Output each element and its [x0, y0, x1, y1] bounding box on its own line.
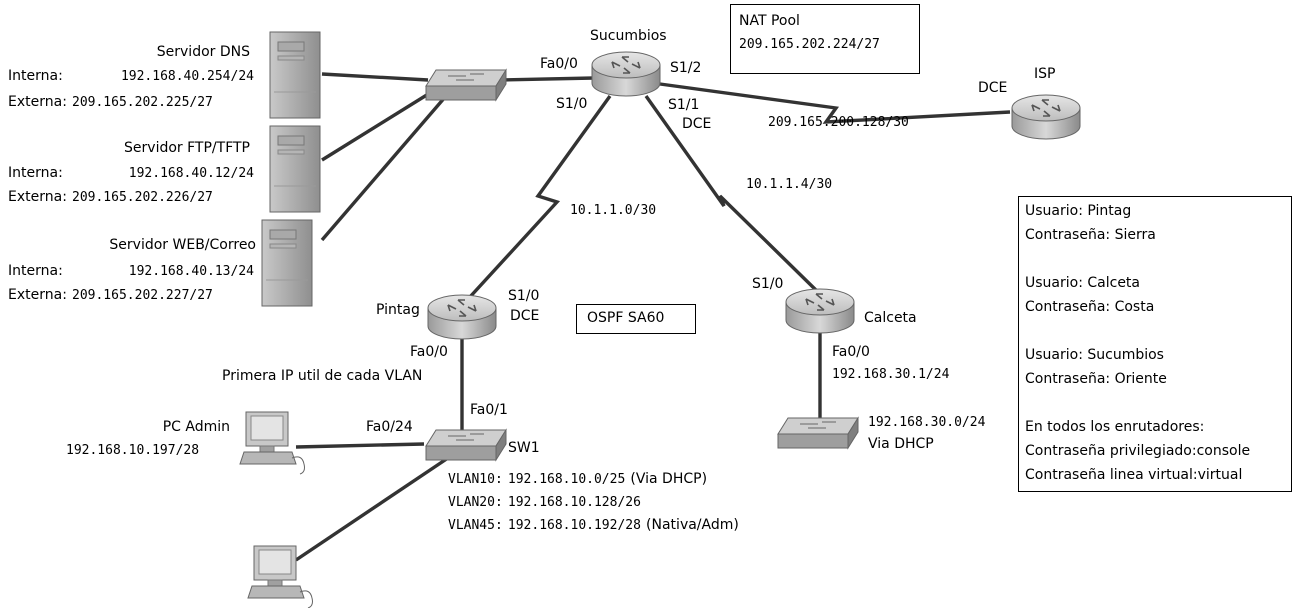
- credential-line: Contraseña: Oriente: [1025, 371, 1167, 387]
- nat-pool-range: 209.165.202.224/27: [739, 37, 880, 52]
- web-external-label: Externa:: [8, 287, 67, 303]
- isp-dce: DCE: [978, 80, 1008, 96]
- link-web-switch: [320, 94, 448, 242]
- link-pintag-network: 10.1.1.0/30: [570, 203, 657, 218]
- link-pc2-sw1: [295, 456, 449, 562]
- sw1-name: SW1: [508, 440, 540, 456]
- pintag-name: Pintag: [376, 302, 420, 318]
- server-switch-icon[interactable]: [425, 69, 507, 101]
- dns-server-icon[interactable]: [269, 31, 321, 119]
- ftp-internal-ip: 192.168.40.12/24: [128, 166, 254, 181]
- credential-line: Contraseña linea virtual:virtual: [1025, 467, 1243, 483]
- link-sucumbios-pintag: [456, 95, 612, 312]
- sw1-fa01-label: Fa0/1: [470, 402, 508, 418]
- pintag-s10-label: S1/0: [508, 288, 540, 304]
- sucumbios-s10-label: S1/0: [556, 96, 588, 112]
- calceta-lan-network: 192.168.30.0/24: [868, 415, 986, 430]
- calceta-lan-switch-icon[interactable]: [777, 417, 859, 449]
- nat-pool-box: NAT Pool 209.165.202.224/27: [730, 4, 920, 74]
- web-internal-ip: 192.168.40.13/24: [128, 264, 254, 279]
- vlan-item: VLAN20: 192.168.10.128/26: [448, 495, 641, 510]
- credential-line: En todos los enrutadores:: [1025, 419, 1205, 435]
- dns-external-label: Externa:: [8, 94, 67, 110]
- sucumbios-s12-label: S1/2: [670, 60, 702, 76]
- credential-line: Usuario: Calceta: [1025, 275, 1140, 291]
- calceta-fa00-label: Fa0/0: [832, 344, 870, 360]
- credential-line: Usuario: Pintag: [1025, 203, 1132, 219]
- credential-line: [1025, 323, 1291, 347]
- sucumbios-s11-dce: DCE: [682, 116, 712, 132]
- web-server-icon[interactable]: [261, 219, 313, 307]
- ftp-external-ip: 209.165.202.226/27: [72, 190, 213, 205]
- link-pcadmin-sw1: [295, 442, 425, 449]
- pc-admin-name: PC Admin: [162, 419, 230, 435]
- ftp-external-label: Externa:: [8, 189, 67, 205]
- web-server-name: Servidor WEB/Correo: [109, 237, 256, 253]
- link-isp-network: 209.165.200.128/30: [768, 115, 909, 130]
- dns-internal-ip: 192.168.40.254/24: [120, 69, 254, 84]
- dns-internal-label: Interna:: [8, 68, 63, 84]
- calceta-fa00-ip: 192.168.30.1/24: [832, 367, 950, 382]
- calceta-lan-note: Via DHCP: [868, 436, 934, 452]
- credential-line: Contraseña: Costa: [1025, 299, 1155, 315]
- credential-line: [1025, 251, 1291, 275]
- credential-line: Usuario: Sucumbios: [1025, 347, 1164, 363]
- pintag-s10-dce: DCE: [510, 308, 540, 324]
- isp-router-icon[interactable]: [1011, 94, 1081, 140]
- vlan-list: VLAN10: 192.168.10.0/25 (Via DHCP) VLAN2…: [448, 468, 739, 537]
- links: [295, 72, 1011, 562]
- dns-external-ip: 209.165.202.225/27: [72, 95, 213, 110]
- credential-line: Contraseña privilegiado:console: [1025, 443, 1251, 459]
- ftp-server-icon[interactable]: [269, 125, 321, 213]
- link-sucumbios-calceta: [644, 95, 822, 296]
- pintag-router-icon[interactable]: [427, 294, 497, 340]
- credential-line: Contraseña: Sierra: [1025, 227, 1156, 243]
- sucumbios-fa00-label: Fa0/0: [540, 56, 578, 72]
- sw1-fa024-label: Fa0/24: [366, 419, 413, 435]
- credential-line: [1025, 395, 1291, 419]
- pc-admin-ip: 192.168.10.197/28: [66, 443, 200, 458]
- pintag-note: Primera IP util de cada VLAN: [222, 368, 423, 384]
- credentials-box: Usuario: Pintag Contraseña: Sierra Usuar…: [1018, 196, 1292, 492]
- vlan-item: VLAN45: 192.168.10.192/28 (Nativa/Adm): [448, 517, 739, 533]
- ospf-label: OSPF SA60: [587, 310, 665, 326]
- ftp-internal-label: Interna:: [8, 165, 63, 181]
- link-ftp-switch: [321, 86, 439, 162]
- ftp-server-name: Servidor FTP/TFTP: [124, 140, 250, 156]
- link-switch-sucumbios: [499, 76, 595, 82]
- link-calceta-network: 10.1.1.4/30: [746, 177, 833, 192]
- pintag-fa00-label: Fa0/0: [410, 344, 448, 360]
- vlan-item: VLAN10: 192.168.10.0/25 (Via DHCP): [448, 471, 708, 487]
- calceta-name: Calceta: [864, 310, 917, 326]
- sucumbios-router-icon[interactable]: [591, 51, 661, 97]
- sw1-switch-icon[interactable]: [425, 429, 507, 461]
- calceta-router-icon[interactable]: [785, 288, 855, 334]
- nat-pool-title: NAT Pool: [739, 13, 800, 29]
- sucumbios-s11-label: S1/1: [668, 97, 700, 113]
- link-dns-switch: [321, 72, 429, 82]
- link-sucumbios-isp: [659, 82, 1011, 124]
- sucumbios-name: Sucumbios: [590, 28, 667, 44]
- pc-admin-icon[interactable]: [239, 411, 305, 475]
- ospf-box: OSPF SA60: [576, 304, 696, 334]
- calceta-s10-label: S1/0: [752, 276, 784, 292]
- dns-server-name: Servidor DNS: [156, 44, 250, 60]
- web-internal-label: Interna:: [8, 263, 63, 279]
- isp-name: ISP: [1034, 66, 1056, 82]
- web-external-ip: 209.165.202.227/27: [72, 288, 213, 303]
